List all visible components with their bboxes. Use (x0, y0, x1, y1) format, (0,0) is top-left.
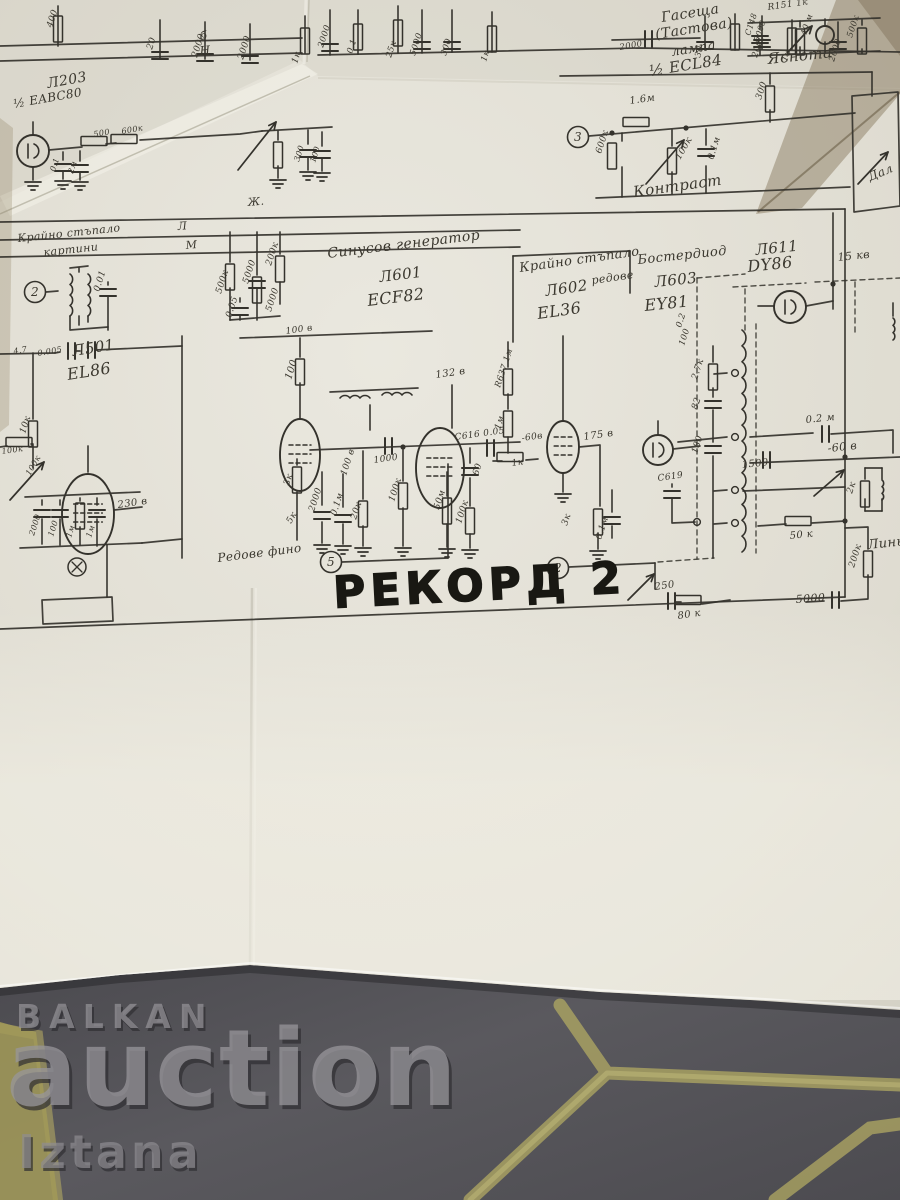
watermark-iztana-shadow: Iztana (20, 1128, 205, 1182)
svg-text:1000: 1000 (373, 453, 399, 466)
svg-text:2: 2 (553, 561, 562, 575)
svg-text:132 в: 132 в (435, 366, 466, 381)
svg-text:EY81: EY81 (642, 291, 689, 315)
schematic-wires (0, 5, 900, 630)
svg-text:2м: 2м (66, 160, 79, 176)
olive-fabric-patch (0, 1022, 58, 1200)
watermark-auction-shadow: auction (9, 1011, 461, 1134)
schematic-components: 3 2 5 2 (5, 15, 896, 610)
svg-text:60: 60 (471, 462, 484, 477)
svg-text:0.1: 0.1 (345, 38, 359, 55)
svg-text:лампа: лампа (670, 38, 717, 60)
svg-text:DY86: DY86 (745, 252, 793, 276)
svg-text:Л: Л (176, 219, 188, 233)
svg-text:3к: 3к (560, 512, 573, 527)
svg-text:1.6м: 1.6м (629, 92, 656, 106)
svg-text:1к: 1к (780, 49, 793, 63)
svg-text:Л601: Л601 (377, 263, 423, 286)
crease-vertical-shadow (306, 0, 310, 63)
watermark-iztana: Iztana (18, 1125, 203, 1179)
svg-text:15 кв: 15 кв (837, 248, 871, 264)
svg-text:5: 5 (327, 555, 335, 569)
svg-text:Л603: Л603 (653, 269, 698, 291)
svg-text:-60в: -60в (521, 431, 544, 444)
svg-text:Н: Н (198, 43, 211, 58)
watermark: BALKAN BALKAN auction auction Iztana Izt… (6, 997, 461, 1182)
svg-text:1м: 1м (64, 524, 76, 539)
svg-text:б: б (199, 28, 208, 43)
svg-text:1м: 1м (493, 415, 507, 431)
svg-text:М: М (184, 238, 198, 252)
bottom-paper-light (0, 610, 900, 1000)
svg-text:100к: 100к (1, 444, 24, 456)
svg-text:175 в: 175 в (583, 428, 614, 443)
svg-text:20: 20 (145, 36, 159, 52)
svg-text:Линь: Линь (866, 534, 900, 553)
svg-text:Л611: Л611 (754, 237, 799, 259)
top-fold-tint (0, 0, 900, 202)
svg-text:2: 2 (30, 285, 39, 299)
watermark-balkan-shadow: BALKAN (18, 1000, 216, 1039)
svg-text:500: 500 (93, 127, 111, 139)
svg-text:80 к: 80 к (677, 608, 702, 622)
svg-text:82: 82 (690, 396, 703, 411)
svg-text:100 в: 100 в (285, 323, 313, 337)
svg-text:1к: 1к (511, 457, 524, 469)
schematic-dashed-wires (657, 273, 900, 563)
svg-text:Л602: Л602 (543, 276, 589, 300)
svg-text:5000: 5000 (795, 591, 825, 606)
svg-text:2к: 2к (845, 480, 859, 496)
svg-text:0.1: 0.1 (48, 157, 61, 173)
svg-text:0.005: 0.005 (37, 345, 63, 358)
watermark-balkan: BALKAN (16, 997, 214, 1036)
svg-text:250: 250 (653, 579, 676, 593)
svg-text:Л203: Л203 (45, 69, 88, 92)
svg-text:0.2: 0.2 (674, 312, 688, 329)
svg-text:230 в: 230 в (116, 496, 148, 511)
svg-text:3к: 3к (282, 472, 295, 487)
fold-edge-top-right (757, 91, 900, 213)
watermark-auction: auction (6, 1007, 458, 1130)
svg-text:редове: редове (591, 268, 635, 287)
svg-text:30: 30 (693, 45, 706, 59)
paper-edge-highlight (0, 961, 900, 1009)
svg-text:1к: 1к (290, 50, 303, 65)
svg-text:Ж.: Ж. (246, 195, 265, 209)
svg-text:3: 3 (574, 130, 582, 144)
svg-text:0.2 м: 0.2 м (805, 412, 835, 426)
corner-shadow (858, 0, 900, 56)
svg-text:600к: 600к (121, 123, 144, 136)
svg-text:1м: 1м (84, 524, 96, 539)
svg-text:2000: 2000 (618, 39, 644, 53)
svg-text:-60 в: -60 в (827, 439, 858, 455)
svg-text:50 к: 50 к (789, 529, 814, 542)
svg-text:4.7: 4.7 (12, 345, 29, 357)
svg-text:1500: 1500 (741, 457, 769, 471)
svg-text:картини: картини (43, 240, 99, 259)
svg-text:С619: С619 (657, 470, 684, 483)
crease-right (317, 77, 900, 91)
crease-line (0, 75, 311, 215)
svg-text:1к: 1к (479, 49, 492, 63)
